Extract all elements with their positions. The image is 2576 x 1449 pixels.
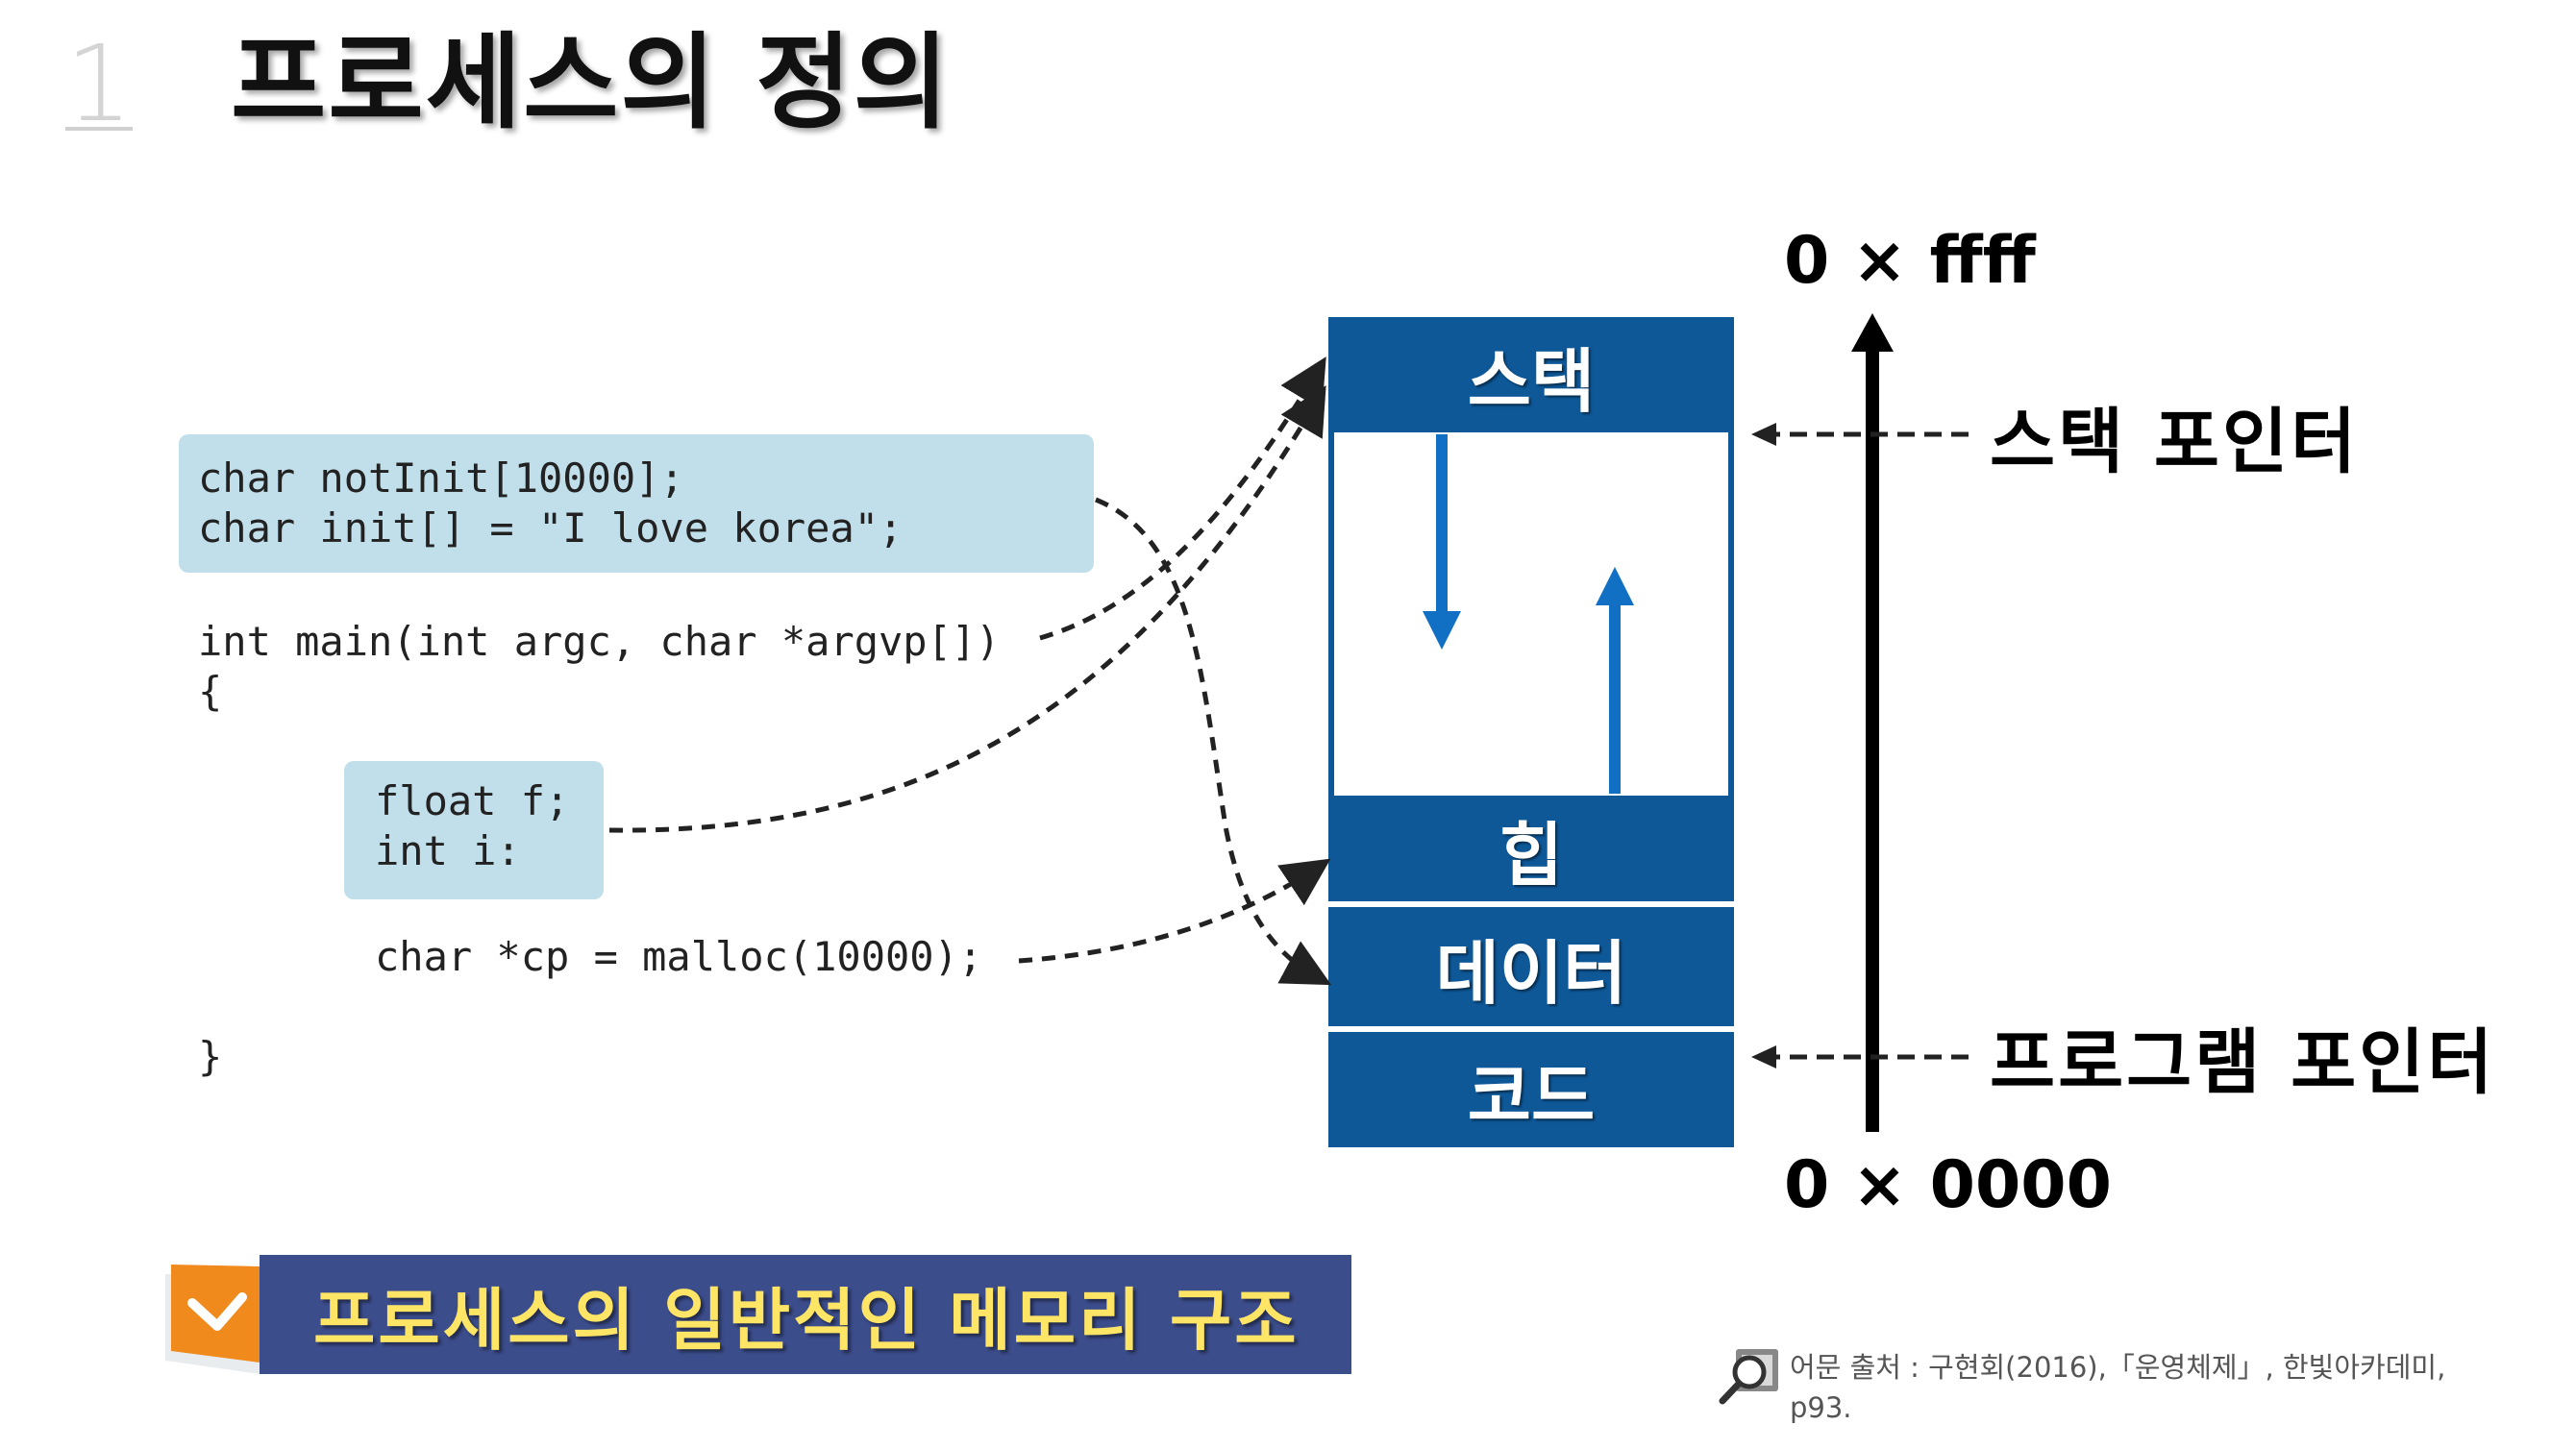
source-line-2: p93. bbox=[1790, 1391, 1852, 1424]
memory-heap-segment: 힙 bbox=[1328, 796, 1734, 901]
local-variables-box bbox=[344, 761, 604, 899]
heap-growth-arrow bbox=[1596, 567, 1634, 794]
top-address-label: 0 × ffff bbox=[1784, 223, 2036, 299]
stack-pointer-arrow bbox=[1751, 423, 1969, 446]
page-title: 프로세스의 정의 bbox=[231, 23, 952, 143]
address-axis-arrow bbox=[1851, 313, 1894, 1132]
stack-growth-arrow bbox=[1423, 434, 1461, 650]
open-brace: { bbox=[198, 668, 223, 715]
memory-code-segment: 코드 bbox=[1328, 1032, 1734, 1147]
program-pointer-arrow bbox=[1751, 1045, 1969, 1068]
malloc-line: char *cp = malloc(10000); bbox=[375, 933, 983, 980]
memory-free-space bbox=[1328, 432, 1734, 796]
caption-text: 프로세스의 일반적인 메모리 구조 bbox=[313, 1280, 1300, 1360]
global-code-line-1: char notInit[10000]; bbox=[198, 454, 684, 502]
slide-number: 1 bbox=[65, 22, 133, 145]
bottom-address-label: 0 × 0000 bbox=[1784, 1147, 2112, 1223]
memory-data-segment: 데이터 bbox=[1328, 907, 1734, 1026]
malloc-to-heap-arrow bbox=[1018, 858, 1331, 964]
locals-to-stack-arrow bbox=[608, 385, 1326, 833]
magnifier-book-icon bbox=[1719, 1349, 1778, 1405]
main-to-stack-arrow bbox=[1039, 356, 1326, 641]
source-line-1: 어문 출처 : 구현회(2016),「운영체제」, 한빛아카데미, bbox=[1790, 1351, 2446, 1384]
slide-number-underline bbox=[65, 127, 133, 131]
main-signature-line: int main(int argc, char *argvp[]) bbox=[198, 618, 1001, 665]
global-variables-box bbox=[179, 434, 1094, 573]
global-code-line-2: char init[] = "I love korea"; bbox=[198, 504, 904, 552]
program-pointer-label: 프로그램 포인터 bbox=[1990, 1021, 2496, 1104]
close-brace: } bbox=[198, 1033, 223, 1080]
memory-stack-segment: 스택 bbox=[1328, 317, 1734, 432]
stack-pointer-label: 스택 포인터 bbox=[1990, 401, 2360, 483]
local-code-line-1: float f; bbox=[375, 777, 570, 824]
check-icon bbox=[165, 1265, 260, 1374]
local-code-line-2: int i: bbox=[375, 827, 521, 874]
globals-to-data-arrow bbox=[1095, 497, 1332, 986]
caption-bar: 프로세스의 일반적인 메모리 구조 bbox=[260, 1255, 1351, 1374]
